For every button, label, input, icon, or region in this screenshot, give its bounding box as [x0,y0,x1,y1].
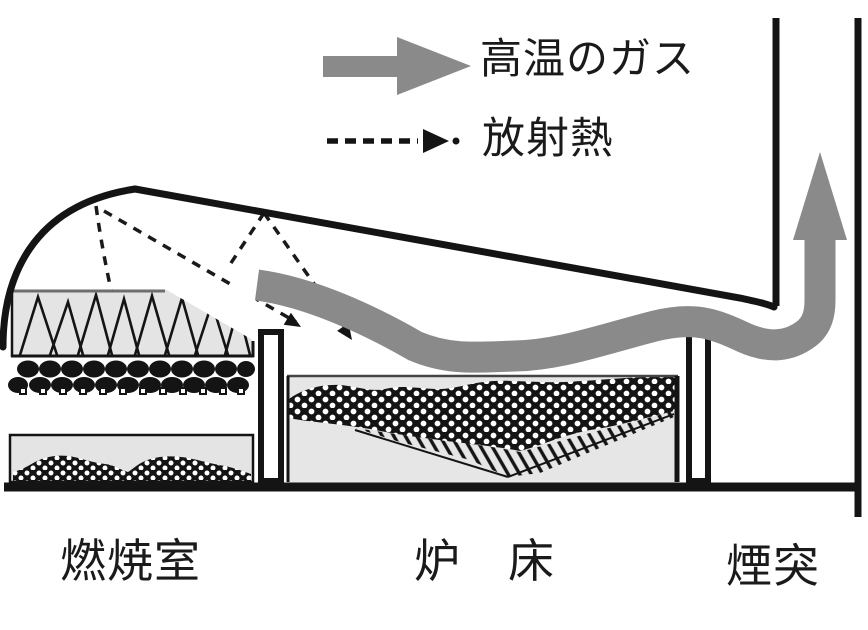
label-combustion-chamber: 燃焼室 [60,535,201,587]
grate [19,387,245,395]
hearth-hatched-funnel [355,411,674,477]
fuel-bed [8,360,255,393]
flame-box [10,286,256,358]
legend-radiant-arrow [327,129,460,153]
label-chimney: 煙突 [726,540,820,592]
ash-pebbles [13,455,251,481]
dome-wall [0,185,139,351]
left-pillar [258,329,284,484]
label-hearth: 炉 床 [414,535,555,587]
ceiling-line [131,185,778,311]
legend-gas-arrow [323,37,471,95]
legend-hot-gas-label: 高温のガス [480,35,696,82]
ash-pit [8,433,255,484]
ware-layer-cobbles [288,376,676,451]
dome-interior-wedge [160,286,256,342]
gas-flow-arrow [254,238,836,373]
legend-radiant-heat-label: 放射熱 [482,115,614,163]
hearth-box [286,374,680,483]
right-pillar [686,331,711,484]
chimney-gas-arrowhead [793,152,847,240]
